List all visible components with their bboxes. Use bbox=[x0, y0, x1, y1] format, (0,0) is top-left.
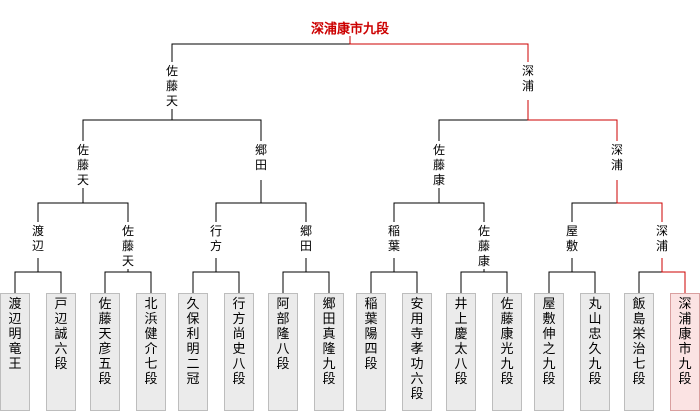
semi-2-left-label: 佐藤康 bbox=[429, 143, 449, 188]
champion-label: 深浦康市九段 bbox=[310, 22, 389, 37]
qf-connector-1 bbox=[37, 180, 129, 222]
semi-1-right-label: 郷田 bbox=[251, 143, 271, 173]
qf-3-right-label: 佐藤康 bbox=[474, 224, 494, 269]
r1-connector-1 bbox=[14, 258, 62, 293]
r1-connector-5 bbox=[370, 258, 418, 293]
player-box: 阿部 隆八段 bbox=[268, 293, 303, 411]
winner-path-final bbox=[349, 36, 529, 62]
player-box: 丸山忠久九段 bbox=[580, 293, 610, 411]
qf-2-left-label: 行方 bbox=[206, 224, 226, 254]
r1-connector-4 bbox=[282, 258, 330, 293]
qf-connector-2 bbox=[215, 180, 307, 222]
player-box: 屋敷伸之九段 bbox=[534, 293, 564, 411]
player-box: 佐藤天彦五段 bbox=[90, 293, 120, 411]
player-box: 安用寺孝功六段 bbox=[402, 293, 432, 411]
semi-1-left-label: 佐藤天 bbox=[73, 143, 93, 188]
r1-connector-3 bbox=[192, 258, 240, 293]
player-box: 飯島栄治七段 bbox=[624, 293, 654, 411]
r1-connector-8 bbox=[638, 271, 662, 293]
qf-3-left-label: 稲葉 bbox=[384, 224, 404, 254]
player-box: 戸辺 誠六段 bbox=[46, 293, 81, 411]
semi-2-right-label: 深浦 bbox=[607, 143, 627, 173]
qf-2-right-label: 郷田 bbox=[296, 224, 316, 254]
player-box: 稲葉 陽四段 bbox=[356, 293, 391, 411]
player-box: 久保利明二冠 bbox=[178, 293, 208, 411]
player-box: 郷田真隆九段 bbox=[314, 293, 344, 411]
player-box-champion: 深浦康市九段 bbox=[670, 293, 700, 411]
qf-connector-4 bbox=[571, 180, 618, 222]
final-left-label: 佐藤天 bbox=[162, 64, 182, 109]
final-connector bbox=[171, 43, 528, 62]
player-box: 北浜健介七段 bbox=[136, 293, 166, 411]
qf-4-right-label: 深浦 bbox=[652, 224, 672, 254]
player-box: 行方尚史八段 bbox=[224, 293, 254, 411]
r1-connector-7 bbox=[548, 258, 596, 293]
winner-path-r1 bbox=[661, 258, 686, 293]
qf-1-left-label: 渡辺 bbox=[28, 224, 48, 254]
qf-4-left-label: 屋敷 bbox=[562, 224, 582, 254]
qf-connector-3 bbox=[393, 180, 485, 222]
player-box: 井上慶太八段 bbox=[446, 293, 476, 411]
winner-path-qf bbox=[616, 180, 663, 222]
player-box: 佐藤康光九段 bbox=[492, 293, 522, 411]
final-right-label: 深浦 bbox=[518, 64, 538, 94]
winner-path-semi bbox=[527, 100, 618, 141]
player-box: 渡辺 明竜王 bbox=[0, 293, 35, 411]
qf-1-right-label: 佐藤天 bbox=[118, 224, 138, 269]
semi-connector-2 bbox=[438, 100, 529, 141]
semi-connector-1 bbox=[82, 100, 262, 141]
